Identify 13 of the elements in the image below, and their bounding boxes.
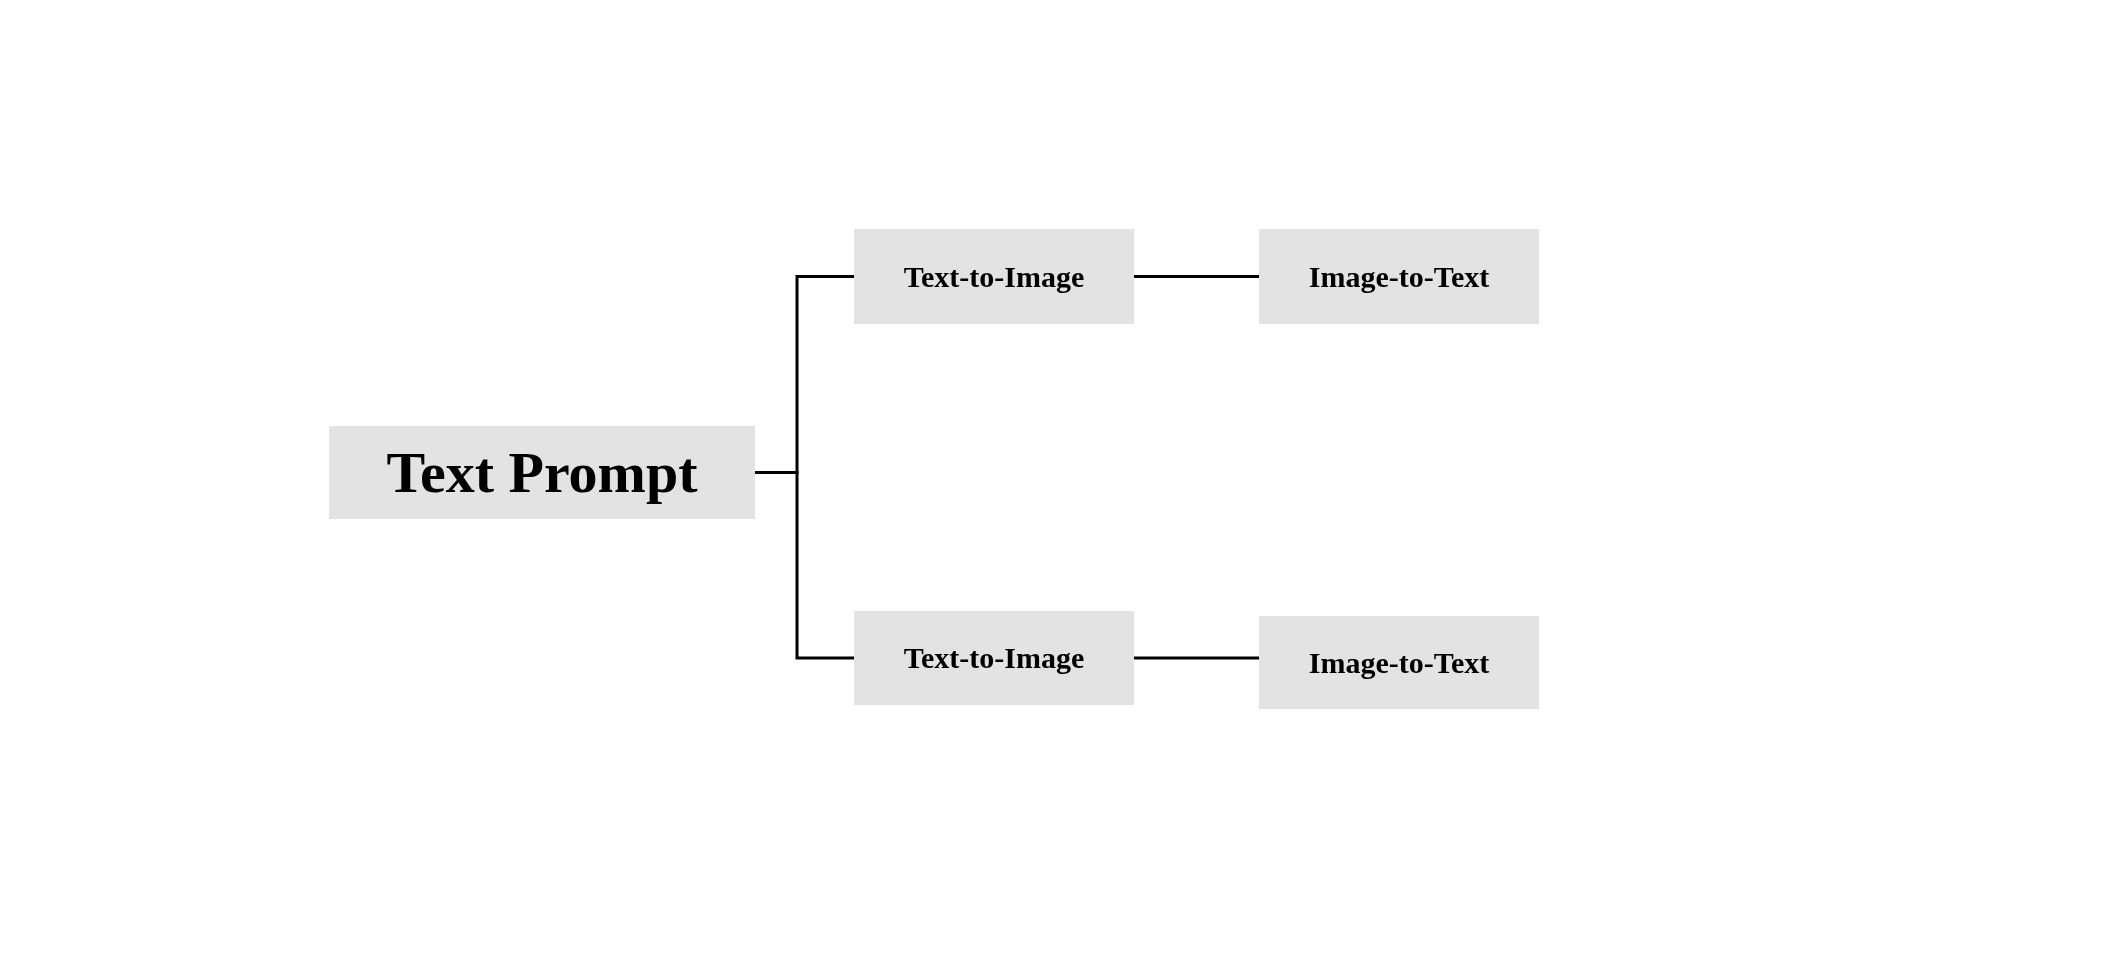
connector-line — [1134, 656, 1259, 660]
box-label: Text-to-Image — [903, 643, 1085, 673]
box-label: Image-to-Text — [1308, 261, 1490, 292]
box-label: Text Prompt — [386, 443, 698, 502]
process-box — [854, 229, 1134, 324]
process-box — [1259, 229, 1539, 324]
box-label: Image-to-Text — [1308, 647, 1490, 678]
connector-line — [1134, 275, 1259, 278]
box-label: Text-to-Image — [903, 261, 1085, 292]
connector-line — [755, 471, 854, 660]
process-box — [1259, 616, 1539, 709]
process-box — [854, 611, 1134, 705]
process-box — [329, 426, 755, 519]
